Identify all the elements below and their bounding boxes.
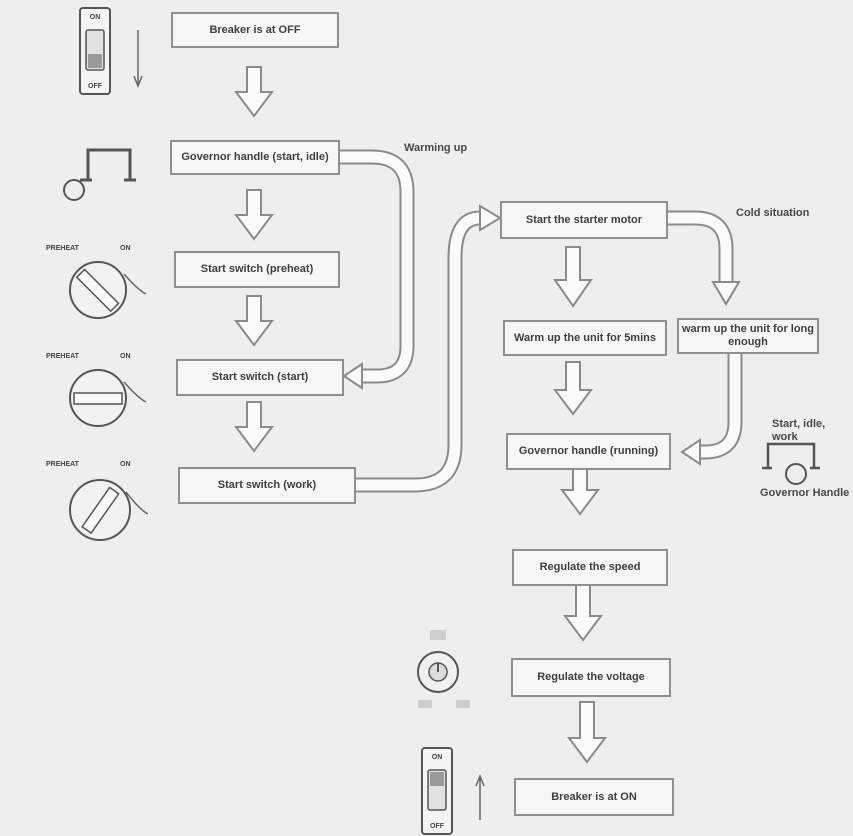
step-governor-running: Governor handle (running) [506, 433, 671, 470]
step-regulate-speed: Regulate the speed [512, 549, 668, 586]
step-breaker-on: Breaker is at ON [514, 778, 674, 816]
breaker-off-mark: OFF [430, 823, 445, 830]
down-arrow [567, 701, 607, 764]
down-arrow [234, 189, 274, 241]
start-idle-work-label: Start, idle, work [772, 418, 826, 443]
down-arrow [234, 295, 274, 347]
key-switch-work-icon: PREHEAT ON [46, 461, 148, 541]
step-start-starter-motor: Start the starter motor [500, 201, 668, 239]
step-start-switch-start: Start switch (start) [176, 359, 344, 396]
down-arrow [563, 583, 603, 642]
down-arrow [553, 246, 593, 308]
warming-up-connector [340, 149, 415, 390]
down-arrow [553, 361, 593, 416]
down-arrow [560, 463, 600, 516]
on-mark: ON [120, 461, 131, 468]
governor-handle-icon [63, 148, 136, 201]
long-warmup-connector [680, 354, 743, 466]
step-breaker-off: Breaker is at OFF [171, 12, 339, 48]
cold-situation-label: Cold situation [736, 207, 810, 219]
breaker-switch-on-icon: ON OFF [421, 747, 485, 835]
breaker-on-mark: ON [432, 754, 443, 761]
step-start-switch-preheat: Start switch (preheat) [174, 251, 340, 288]
step-regulate-voltage: Regulate the voltage [511, 658, 671, 697]
step-warm-up-5min: Warm up the unit for 5mins [503, 320, 667, 356]
key-switch-preheat-icon: PREHEAT ON [46, 245, 147, 319]
on-mark: ON [120, 353, 131, 360]
work-to-starter-connector [356, 204, 502, 493]
governor-handle-label: Governor Handle [760, 487, 850, 499]
voltage-knob-icon [417, 630, 470, 708]
governor-handle-right-icon [762, 442, 820, 485]
step-start-switch-work: Start switch (work) [178, 467, 356, 504]
breaker-off-mark: OFF [88, 83, 103, 90]
down-arrow [234, 401, 274, 453]
breaker-switch-off-icon: ON OFF [79, 7, 143, 95]
preheat-mark: PREHEAT [46, 245, 80, 252]
on-mark: ON [120, 245, 131, 252]
preheat-mark: PREHEAT [46, 461, 80, 468]
breaker-on-mark: ON [90, 14, 101, 21]
cold-situation-connector [668, 210, 741, 306]
down-arrow [234, 66, 274, 118]
step-warm-up-long: warm up the unit for long enough [677, 318, 819, 354]
warming-up-label: Warming up [404, 142, 468, 154]
key-switch-start-icon: PREHEAT ON [46, 353, 147, 427]
step-governor-start-idle: Governor handle (start, idle) [170, 140, 340, 175]
preheat-mark: PREHEAT [46, 353, 80, 360]
